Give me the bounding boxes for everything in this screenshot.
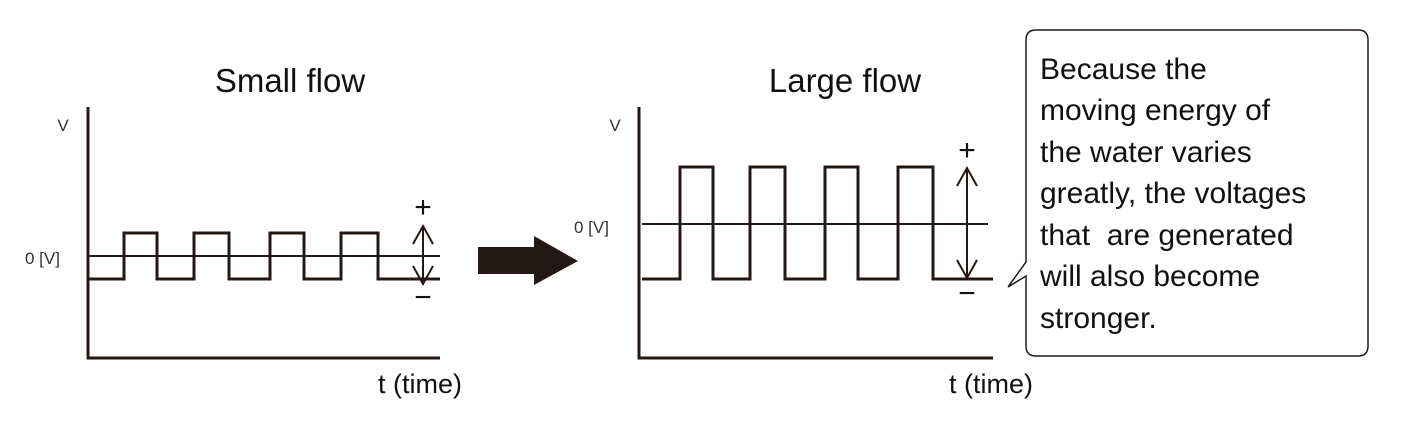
- axes: [637, 107, 993, 360]
- square-wave-large: [642, 165, 993, 281]
- callout-line: Because the: [1040, 53, 1207, 86]
- minus-sign: −: [414, 281, 432, 314]
- speech-callout: Because the moving energy of the water v…: [1007, 29, 1369, 357]
- amplitude-arrow: [412, 223, 434, 287]
- plus-sign: +: [414, 191, 432, 224]
- right-arrow-icon: [478, 236, 578, 285]
- callout-line: stronger.: [1040, 302, 1157, 335]
- callout-line: will also become: [1039, 260, 1260, 293]
- callout-line: that are generated: [1040, 219, 1294, 252]
- y-axis-label: V: [57, 116, 69, 135]
- x-axis-label: t (time): [949, 369, 1033, 399]
- small-flow-title: Small flow: [215, 62, 366, 99]
- y-axis-label: V: [609, 116, 621, 135]
- square-wave-small: [88, 231, 440, 281]
- x-axis-label: t (time): [378, 369, 462, 399]
- minus-sign: −: [958, 277, 976, 310]
- large-flow-title: Large flow: [769, 62, 921, 99]
- zero-volt-label: 0 [V]: [574, 218, 609, 237]
- plus-sign: +: [958, 134, 976, 167]
- callout-line: greatly, the voltages: [1040, 177, 1306, 210]
- callout-line: the water varies: [1040, 136, 1252, 169]
- small-flow-panel: Small flow V 0 [V] + − t (time): [25, 62, 462, 399]
- amplitude-arrow: [956, 165, 978, 281]
- callout-line: moving energy of: [1040, 94, 1271, 127]
- axes: [86, 107, 440, 360]
- zero-volt-label: 0 [V]: [25, 249, 60, 268]
- large-flow-panel: Large flow V 0 [V] + − t (time): [574, 62, 1033, 399]
